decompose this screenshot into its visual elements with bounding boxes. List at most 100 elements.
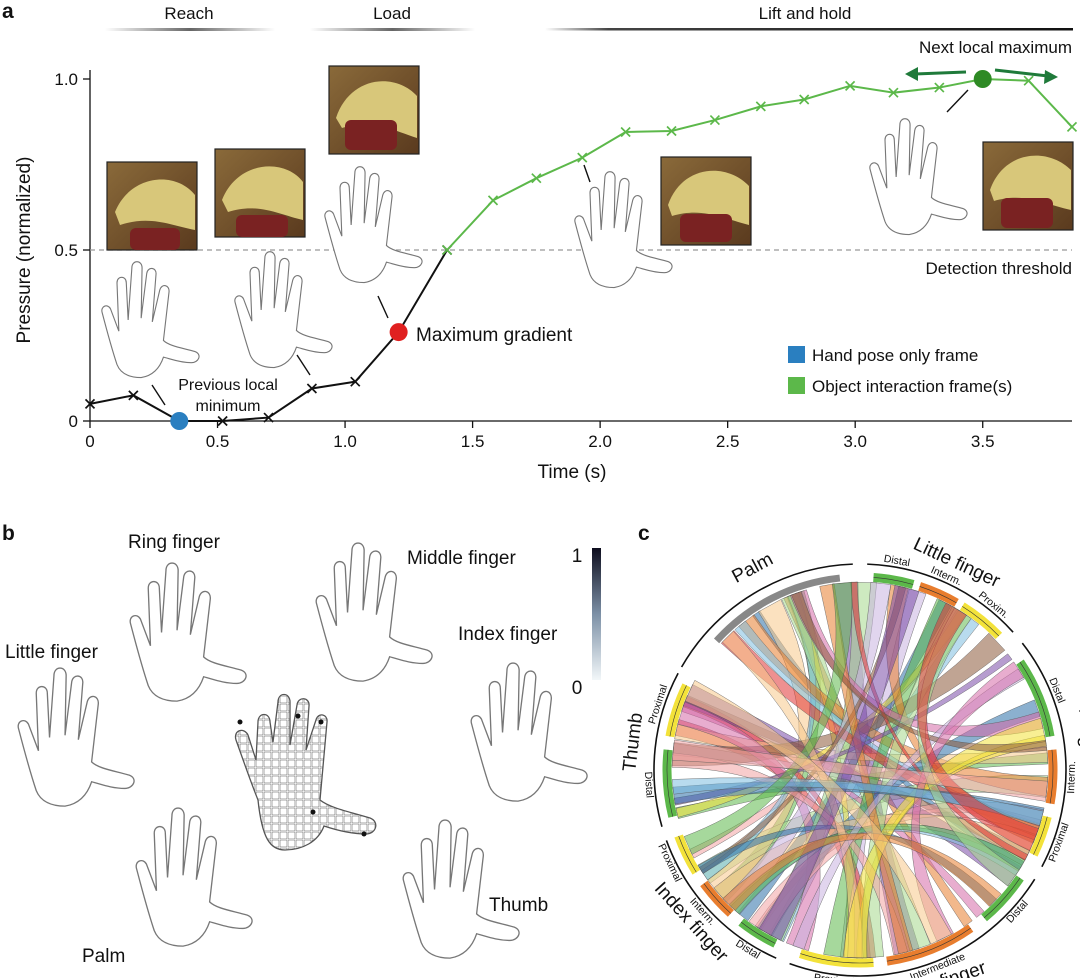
- connector-3: [377, 295, 389, 319]
- data-point: [1023, 75, 1034, 86]
- y-tick-label: 1.0: [54, 70, 78, 89]
- chord-ribbon: [684, 679, 952, 945]
- legend-swatch-hand-pose: [788, 346, 805, 363]
- panel-c-letter: c: [638, 522, 650, 545]
- segment-label-13: Proximal: [646, 683, 670, 726]
- colorbar: [592, 548, 601, 680]
- chord-ribbon: [791, 591, 1048, 753]
- phase-reach-label: Reach: [164, 4, 213, 23]
- legend-swatch-object-interaction: [788, 377, 805, 394]
- chord-ribbon: [911, 661, 1024, 942]
- frame-photo-3: [328, 65, 420, 155]
- data-point: [487, 195, 499, 206]
- y-tick-label: 0: [69, 412, 78, 431]
- prev-min-label-line1: Previous local: [178, 377, 278, 394]
- label-little-finger: Little finger: [5, 642, 99, 663]
- data-point: [934, 82, 945, 93]
- data-series: [84, 73, 1078, 427]
- colorbar-min-label: 0: [572, 678, 583, 699]
- x-tick-label: 3.5: [971, 432, 995, 451]
- segment-arc-edge: [703, 883, 732, 914]
- segment-arc-edge: [669, 685, 687, 737]
- highlight-marker-2: [973, 70, 992, 88]
- segment-arc-edge: [983, 877, 1021, 919]
- x-tick-label: 0: [85, 432, 94, 451]
- frame-photo-4: [660, 156, 752, 246]
- hand-map-palm: [135, 807, 253, 947]
- data-point: [217, 415, 228, 427]
- data-point: [441, 244, 453, 256]
- chord-diagram: [671, 581, 1049, 959]
- chord-ribbon: [917, 607, 1020, 887]
- legend-label-hand-pose: Hand pose only frame: [812, 346, 978, 365]
- prev-min-label-line2: minimum: [196, 398, 261, 415]
- label-palm: Palm: [82, 946, 125, 967]
- panel-b-letter: b: [2, 522, 15, 545]
- chord-ribbon: [722, 832, 1002, 911]
- frame-photo-1: [106, 161, 198, 251]
- segment-label-5: Proximal: [1046, 821, 1071, 863]
- phase-lift-label: Lift and hold: [759, 4, 852, 23]
- connector-1: [151, 384, 166, 406]
- x-tick-label: 1.0: [333, 432, 357, 451]
- segment-arc-12: [662, 749, 678, 818]
- next-max-label: Next local maximum: [919, 38, 1072, 57]
- group-arc-0: [680, 563, 853, 668]
- hand-map-little: [17, 667, 135, 807]
- segment-label-8: Proximal: [813, 972, 855, 978]
- chord-segment-arcs: [653, 563, 1067, 977]
- pressure-map-2: [234, 251, 333, 369]
- group-arc-2: [1021, 642, 1067, 868]
- group-arc-1: [867, 563, 1014, 633]
- chord-ribbon: [683, 581, 853, 855]
- phase-lift-bar: [545, 28, 1073, 31]
- x-tick-label: 1.5: [461, 432, 485, 451]
- data-point: [1066, 121, 1078, 132]
- connector-5: [946, 89, 969, 113]
- segment-arc-edge: [1033, 816, 1048, 855]
- segment-label-9: Distal: [733, 938, 762, 962]
- highlight-marker-1: [389, 323, 408, 342]
- connector-4: [583, 164, 591, 183]
- data-point: [709, 114, 721, 126]
- taxel-layout-hand: [234, 693, 377, 851]
- legend: Hand pose only frame Object interaction …: [788, 346, 1012, 396]
- data-point: [888, 87, 899, 98]
- segment-arc-edge: [962, 606, 1000, 637]
- data-point: [306, 383, 318, 394]
- x-tick-label: 2.5: [716, 432, 740, 451]
- group-arc-5: [653, 672, 679, 828]
- data-point: [799, 94, 810, 105]
- segment-label-6: Distal: [1004, 898, 1030, 926]
- data-point: [620, 126, 631, 138]
- segment-arc-edge: [1019, 661, 1051, 737]
- label-middle-finger: Middle finger: [407, 548, 516, 569]
- chord-group-label-0: Palm: [729, 549, 777, 588]
- pressure-map-5: [869, 118, 968, 236]
- pressure-map-4: [574, 171, 673, 289]
- segment-arc-edge: [873, 577, 914, 585]
- chord-group-label-5: Thumb: [619, 712, 647, 773]
- y-tick-label: 0.5: [54, 241, 78, 260]
- x-tick-label: 0.5: [206, 432, 230, 451]
- label-thumb: Thumb: [489, 895, 548, 916]
- x-axis-label: Time (s): [538, 462, 607, 483]
- phase-reach-bar: [105, 28, 275, 31]
- next-max-arrows: [905, 67, 1058, 84]
- y-ticks: 0 0.5 1.0: [54, 70, 90, 431]
- data-point: [577, 152, 588, 163]
- segment-arc-edge: [886, 927, 971, 962]
- data-point: [350, 376, 361, 387]
- legend-label-object-interaction: Object interaction frame(s): [812, 377, 1012, 396]
- segment-label-4: Interm.: [1065, 761, 1078, 794]
- pressure-map-1: [101, 261, 200, 379]
- phase-load-bar: [310, 28, 475, 31]
- data-point: [531, 173, 542, 184]
- segment-arc-edge: [800, 953, 874, 964]
- max-gradient-label: Maximum gradient: [416, 325, 573, 346]
- segment-label-0: Distal: [883, 553, 911, 569]
- group-arc-3: [789, 878, 1036, 977]
- highlight-markers: [170, 70, 992, 430]
- chord-ribbon: [672, 739, 1048, 802]
